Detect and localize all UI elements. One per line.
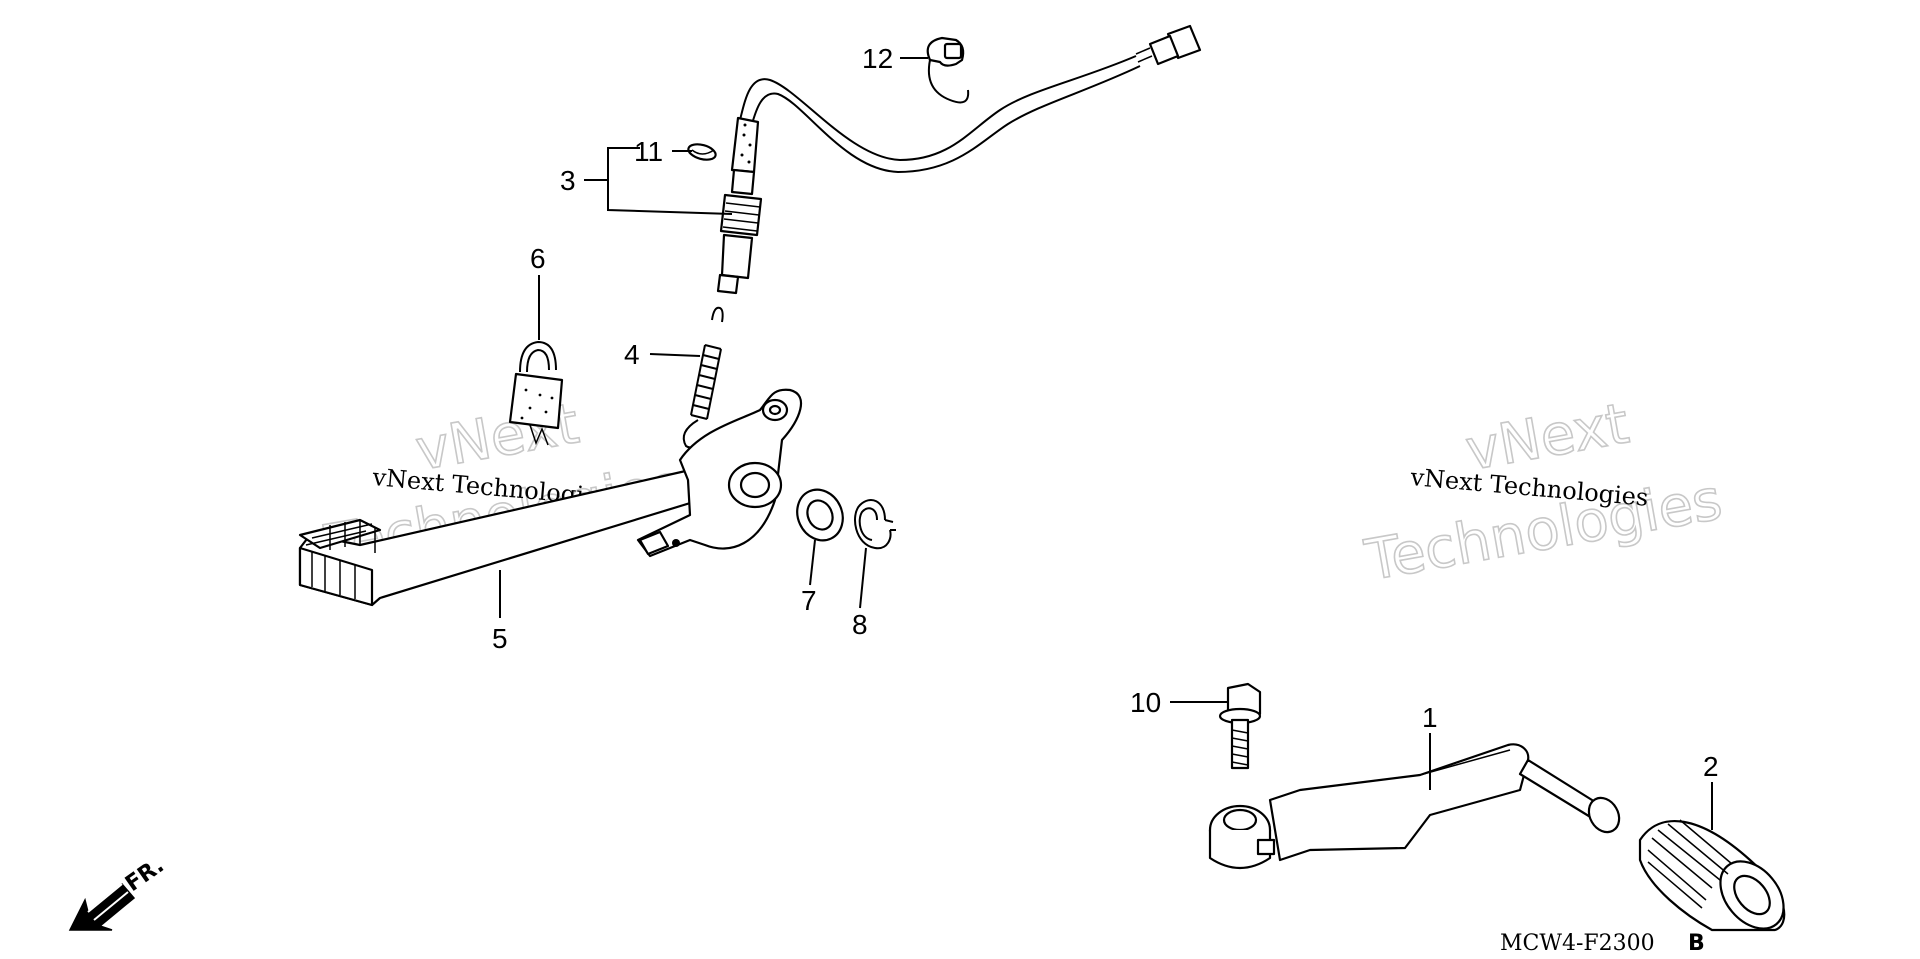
callout-7: 7	[801, 585, 817, 616]
callout-1: 1	[1422, 702, 1438, 733]
part-5-brake-pedal	[298, 388, 802, 607]
part-1-gearshift-pedal	[1208, 743, 1621, 869]
part-3-boot-texture	[740, 123, 752, 164]
callout-12: 12	[862, 43, 893, 74]
callout-numbers: 1 2 3 4 5 6 7 8 10 11 12	[492, 43, 1719, 782]
part-7-washer	[796, 488, 844, 542]
diagram-code-suffix: B	[1688, 931, 1705, 956]
callout-11: 11	[634, 136, 663, 167]
part-4-spring	[682, 306, 724, 449]
callout-6: 6	[530, 243, 546, 274]
callout-10: 10	[1130, 687, 1161, 718]
part-8-snap-ring	[854, 499, 896, 550]
callout-5: 5	[492, 623, 508, 654]
callout-2: 2	[1703, 751, 1719, 782]
callout-4: 4	[624, 339, 640, 370]
callout-8: 8	[852, 609, 868, 640]
watermark-right: vNext Technologies vNext Technologies	[1359, 391, 1727, 595]
front-direction-arrow-icon	[68, 882, 136, 931]
part-11-clip	[687, 143, 717, 161]
part-6-spring	[508, 340, 564, 446]
part-12-clamp	[926, 36, 970, 104]
diagram-code-text: MCW4-F2300	[1500, 931, 1655, 956]
part-6-texture	[520, 388, 554, 420]
part-3-brake-switch	[716, 24, 1202, 295]
callout-3: 3	[560, 165, 576, 196]
diagram-code: MCW4-F2300 B	[1500, 931, 1705, 956]
leader-lines	[499, 57, 1713, 830]
part-10-bolt	[1218, 682, 1262, 770]
part-2-peg-rubber	[1638, 819, 1786, 932]
